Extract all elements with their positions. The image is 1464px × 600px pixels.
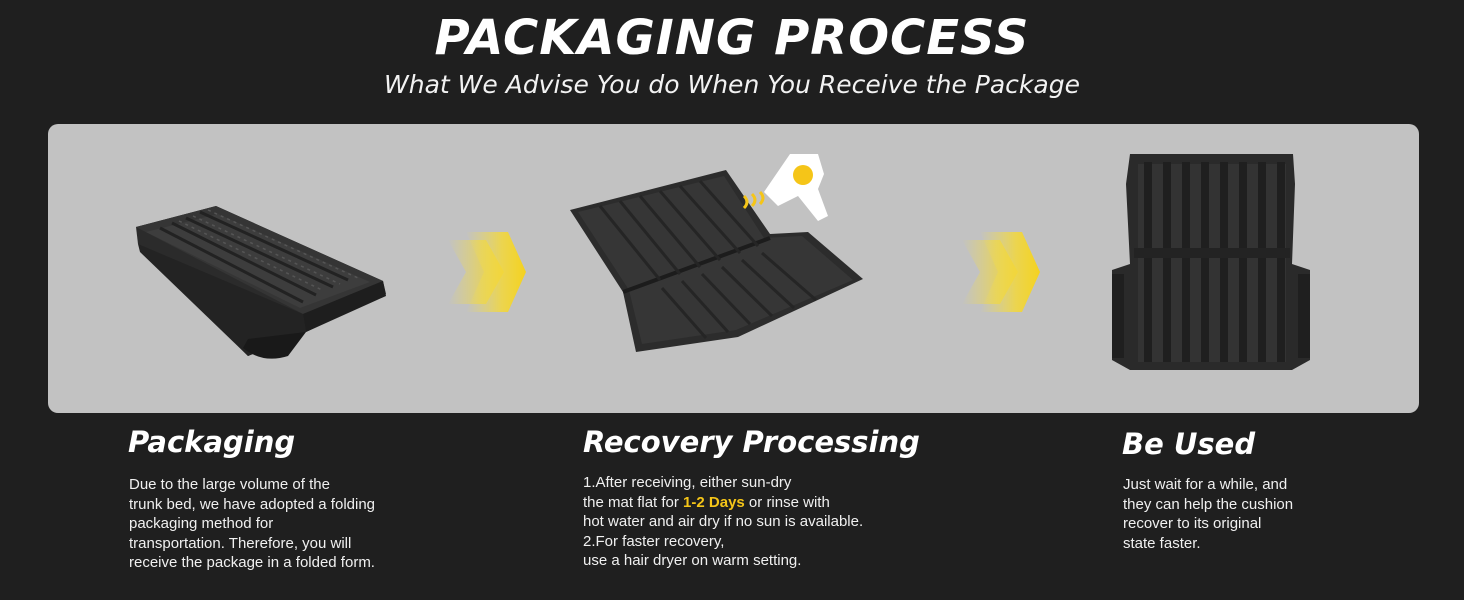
step-description-packaging: Due to the large volume of the trunk bed… — [129, 475, 429, 573]
description-text: the mat flat for — [583, 493, 684, 511]
illustration-panel — [48, 124, 1419, 413]
step-description-recovery-processing: 1.After receiving, either sun-dry the ma… — [583, 473, 923, 571]
illustration-svg — [136, 154, 1310, 370]
description-line: transportation. Therefore, you will — [129, 534, 352, 552]
installed-mat-image — [1112, 154, 1310, 370]
folded-mat-image — [136, 206, 386, 359]
step-description-be-used: Just wait for a while, and they can help… — [1123, 475, 1363, 553]
description-line: receive the package in a folded form. — [129, 554, 375, 571]
description-line: 2.For faster recovery, — [583, 532, 725, 550]
description-line: Due to the large volume of the — [129, 476, 330, 493]
arrow-right-icon — [448, 232, 526, 312]
duration-highlight: 1-2 Days — [683, 493, 745, 511]
description-line: recover to its original — [1123, 515, 1262, 532]
hair-dryer-icon — [742, 154, 828, 221]
page-title: PACKAGING PROCESS — [434, 10, 1030, 66]
description-text: or rinse with — [744, 493, 830, 511]
description-line: use a hair dryer on warm setting. — [583, 552, 802, 569]
description-line: 1.After receiving, either sun-dry — [583, 474, 792, 491]
description-line: Just wait for a while, and — [1123, 476, 1288, 493]
description-line: hot water and air dry if no sun is avail… — [583, 513, 864, 530]
step-title-packaging: Packaging — [128, 425, 296, 459]
description-line: the mat flat for 1-2 Days or rinse with — [583, 493, 923, 513]
description-line: packaging method for — [129, 515, 274, 532]
step-title-recovery-processing: Recovery Processing — [583, 425, 920, 459]
description-line: trunk bed, we have adopted a folding — [129, 495, 376, 513]
description-line: state faster. — [1123, 534, 1201, 552]
description-line: they can help the cushion — [1123, 495, 1294, 513]
arrow-right-icon — [962, 232, 1040, 312]
step-title-be-used: Be Used — [1122, 427, 1256, 461]
page-subtitle: What We Advise You do When You Receive t… — [384, 70, 1080, 99]
flat-mat-image — [570, 170, 863, 352]
